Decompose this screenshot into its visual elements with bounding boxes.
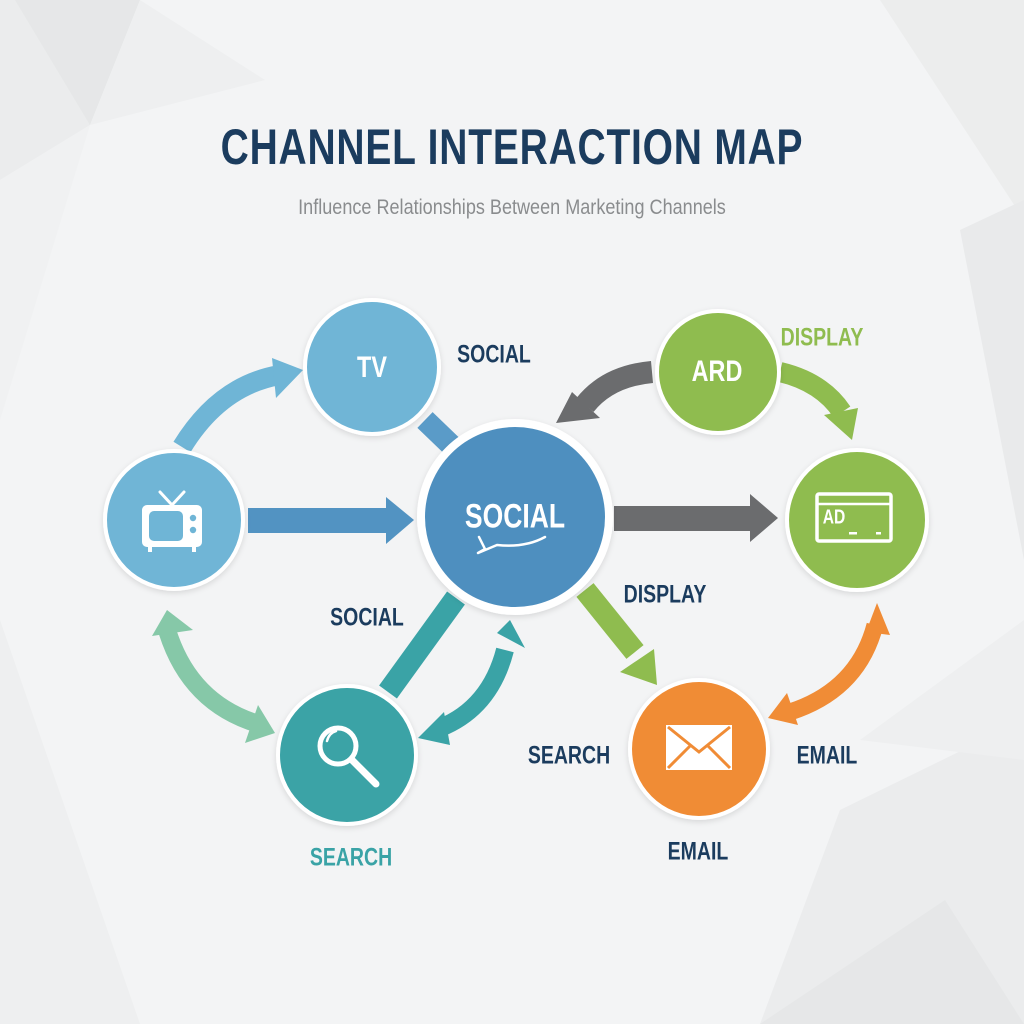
node-social-center (425, 427, 605, 607)
page-title: CHANNEL INTERACTION MAP (220, 119, 804, 175)
page-subtitle: Influence Relationships Between Marketin… (298, 196, 726, 219)
arrow-head (768, 693, 798, 725)
speech-bubble-icon (476, 535, 547, 555)
label-social-mid: SOCIAL (330, 603, 404, 632)
arrow-search-social-bidir (436, 647, 514, 737)
edges (152, 358, 890, 745)
label-display-mid: DISPLAY (623, 580, 707, 609)
ad-screen-icon (815, 492, 893, 543)
label-email-right: EMAIL (796, 741, 858, 770)
arrow-email-ad-bidir (787, 622, 884, 721)
arrow-head (418, 712, 450, 745)
envelope-icon (666, 725, 732, 770)
arrow-social-to-email (576, 583, 644, 659)
television-icon (142, 490, 202, 552)
arrow-social-to-ad (614, 506, 754, 531)
node-ard (655, 309, 781, 435)
node-ard-label: ARD (691, 355, 743, 388)
node-ad (785, 448, 929, 592)
arrow-head (824, 408, 858, 440)
arrow-ard-to-social (576, 361, 654, 413)
connector-tv-to-social (417, 412, 460, 454)
node-tv-top (303, 298, 441, 436)
arrow-tvicon-to-social (248, 508, 388, 533)
arrow-head (272, 358, 303, 398)
label-search-bottom: SEARCH (309, 843, 393, 872)
node-search (276, 684, 418, 826)
arrow-head (620, 649, 657, 685)
nodes (103, 298, 929, 826)
arrow-head (866, 603, 890, 635)
node-ad-label: AD (822, 506, 846, 529)
node-social-label: SOCIAL (464, 497, 566, 536)
arrow-head (750, 494, 778, 542)
arrow-head (386, 497, 414, 544)
label-search-mid: SEARCH (527, 741, 611, 770)
node-tv-label: TV (357, 351, 387, 384)
label-email-bottom: EMAIL (667, 837, 729, 866)
arrow-head (152, 610, 193, 636)
arrow-tvicon-search-bidir (158, 627, 265, 734)
arrow-ard-to-ad (777, 362, 851, 418)
arrow-tvicon-to-tv (173, 365, 282, 453)
magnifier-icon (317, 725, 380, 788)
connector-social-to-search (379, 591, 465, 699)
arrow-head (497, 620, 525, 648)
arrow-head (556, 392, 600, 423)
arrow-head (245, 705, 275, 743)
label-display-top: DISPLAY (780, 323, 864, 352)
label-social-top: SOCIAL (457, 340, 531, 369)
